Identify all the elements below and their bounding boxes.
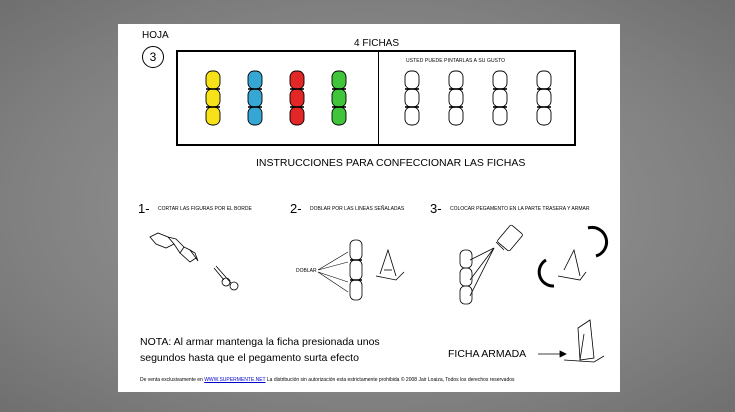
pieces-divider bbox=[378, 52, 379, 144]
paint-note: USTED PUEDE PINTARLAS A SU GUSTO bbox=[406, 58, 506, 64]
assemble-piece-illustration bbox=[557, 248, 587, 281]
blank-piece-1 bbox=[404, 70, 420, 126]
fold-arrows bbox=[317, 251, 349, 293]
cut-strip-illustration bbox=[149, 232, 199, 263]
fold-piece-illustration bbox=[349, 239, 363, 301]
worksheet-page: HOJA 3 4 FICHAS USTED PUEDE PINTARLAS A … bbox=[118, 24, 620, 392]
glue-bottle-icon bbox=[495, 224, 523, 252]
arrow-right-icon bbox=[538, 350, 567, 358]
step-1-text: CORTAR LAS FIGURAS POR EL BORDE bbox=[158, 206, 252, 212]
glue-piece-illustration bbox=[459, 247, 495, 305]
footer-prefix: De venta exclusivamente en bbox=[140, 377, 203, 383]
note-text: NOTA: Al armar mantenga la ficha presion… bbox=[140, 336, 380, 364]
blank-piece-2 bbox=[448, 70, 464, 126]
pieces-illustration bbox=[149, 70, 609, 363]
sheet-label: HOJA bbox=[142, 30, 169, 41]
colored-piece-red bbox=[289, 70, 305, 126]
finished-piece-label: FICHA ARMADA bbox=[448, 348, 527, 360]
colored-piece-yellow bbox=[205, 70, 221, 126]
footer-notice: La distribución sin autorización esta es… bbox=[266, 377, 515, 383]
step-3-text: COLOCAR PEGAMENTO EN LA PARTE TRASERA Y … bbox=[450, 206, 590, 212]
colored-pieces bbox=[205, 70, 347, 126]
instructions-title: INSTRUCCIONES PARA CONFECCIONAR LAS FICH… bbox=[256, 157, 526, 169]
step-1-number: 1- bbox=[138, 201, 150, 216]
step-3-number: 3- bbox=[430, 201, 442, 216]
fold-label: DOBLAR bbox=[296, 268, 317, 274]
scissors-icon bbox=[213, 265, 239, 291]
colored-piece-blue bbox=[247, 70, 263, 126]
step-2-number: 2- bbox=[290, 201, 302, 216]
footer: De venta exclusivamente en WWW.SUPERMENT… bbox=[140, 377, 515, 383]
finished-piece-illustration bbox=[563, 319, 605, 363]
blank-piece-3 bbox=[492, 70, 508, 126]
footer-link[interactable]: WWW.SUPERMENTE.NET bbox=[204, 377, 266, 383]
pieces-frame bbox=[176, 50, 576, 146]
blank-piece-4 bbox=[536, 70, 552, 126]
standing-piece-illustration bbox=[375, 248, 405, 281]
colored-piece-green bbox=[331, 70, 347, 126]
step-2-text: DOBLAR POR LAS LINEAS SEÑALADAS bbox=[310, 206, 405, 212]
sheet-number-badge: 3 bbox=[142, 46, 164, 68]
blank-pieces bbox=[404, 70, 552, 126]
rotate-arrows-icon bbox=[537, 225, 609, 288]
page-title: 4 FICHAS bbox=[354, 38, 400, 49]
